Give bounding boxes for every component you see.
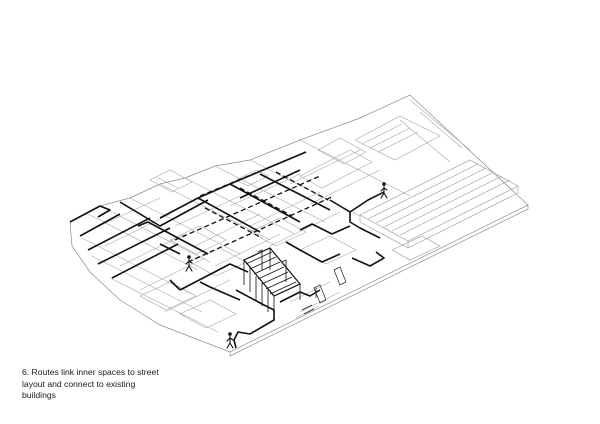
route-line (199, 281, 241, 301)
route-line (111, 243, 179, 279)
route-line (97, 227, 171, 265)
route-line (259, 173, 331, 211)
site-furniture (301, 266, 347, 315)
proposed-routes (174, 151, 335, 263)
dashed-route (199, 151, 307, 197)
pedestrian-icon (380, 182, 388, 199)
route-line (349, 191, 385, 213)
route-line (299, 223, 351, 235)
route-line (329, 199, 381, 239)
route-line (159, 243, 181, 255)
route-line (351, 251, 385, 267)
diagram-caption: 6. Routes link inner spaces to street la… (22, 367, 212, 402)
caption-line: buildings (22, 390, 56, 400)
route-line (69, 205, 111, 223)
route-line (233, 289, 275, 349)
dashed-route (204, 207, 263, 239)
route-line (229, 183, 301, 223)
pergola-structure (243, 247, 301, 318)
route-line (87, 217, 151, 251)
route-line (79, 213, 121, 237)
caption-line: 6. Routes link inner spaces to street (22, 367, 159, 377)
dashed-route (239, 187, 293, 217)
route-line (285, 241, 341, 263)
route-line (179, 263, 249, 291)
route-line (197, 197, 261, 233)
pedestrian-icon (226, 332, 234, 349)
dashed-route (275, 171, 329, 201)
dashed-route (174, 175, 321, 241)
existing-buildings (359, 159, 519, 261)
pedestrian-icon (185, 255, 193, 272)
caption-line: layout and connect to existing (22, 378, 136, 389)
dashed-route (187, 195, 335, 263)
route-line (279, 289, 321, 303)
route-line (169, 279, 181, 291)
route-line (137, 221, 209, 255)
route-line (119, 199, 209, 227)
